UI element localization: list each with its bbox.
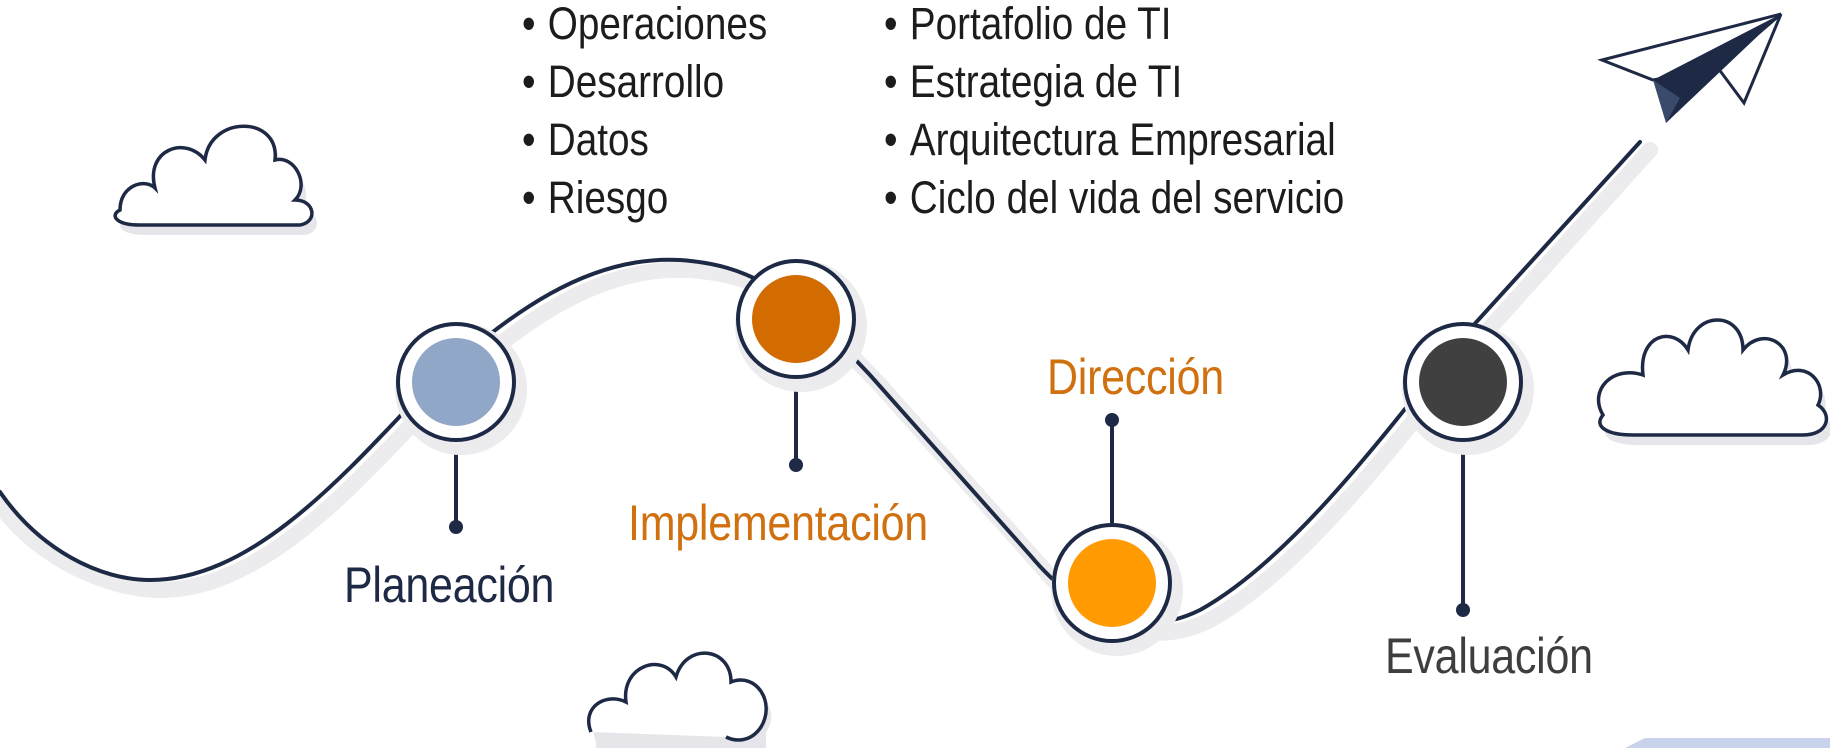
node-fill-evaluacion <box>1419 338 1507 426</box>
list-item: Riesgo <box>522 169 767 227</box>
timeline-path <box>0 140 1642 625</box>
node-fill-planeacion <box>412 338 500 426</box>
cloud-icon <box>587 651 772 748</box>
paper-plane-icon <box>1597 12 1783 123</box>
node-planeacion <box>395 322 527 455</box>
connector-dot-evaluacion <box>1456 603 1470 617</box>
connector-dot-planeacion <box>449 520 463 534</box>
node-fill-direccion <box>1068 539 1156 627</box>
node-evaluacion <box>1402 322 1534 455</box>
node-direccion <box>1051 523 1183 656</box>
node-fill-implementacion <box>752 275 840 363</box>
stage-label-implementacion: Implementación <box>628 495 928 551</box>
list-item: Ciclo del vida del servicio <box>884 169 1344 227</box>
list-item: Operaciones <box>522 0 767 53</box>
list-item: Portafolio de TI <box>884 0 1344 53</box>
bullet-list-right: Portafolio de TI Estrategia de TI Arquit… <box>884 0 1419 227</box>
connector-dot-implementacion <box>789 458 803 472</box>
list-item: Estrategia de TI <box>884 53 1344 111</box>
stage-label-planeacion: Planeación <box>344 557 555 613</box>
corner-accent <box>1625 738 1830 748</box>
stage-label-evaluacion: Evaluación <box>1385 628 1593 684</box>
list-item: Arquitectura Empresarial <box>884 111 1344 169</box>
cloud-icon <box>113 124 317 235</box>
bullet-list-left: Operaciones Desarrollo Datos Riesgo <box>522 0 807 227</box>
node-implementacion <box>735 259 867 392</box>
cloud-icon <box>1596 318 1830 445</box>
stage-label-direccion: Dirección <box>1047 349 1224 405</box>
timeline-path-shadow <box>0 142 1658 641</box>
list-item: Desarrollo <box>522 53 767 111</box>
connector-dot-direccion <box>1105 413 1119 427</box>
list-item: Datos <box>522 111 767 169</box>
